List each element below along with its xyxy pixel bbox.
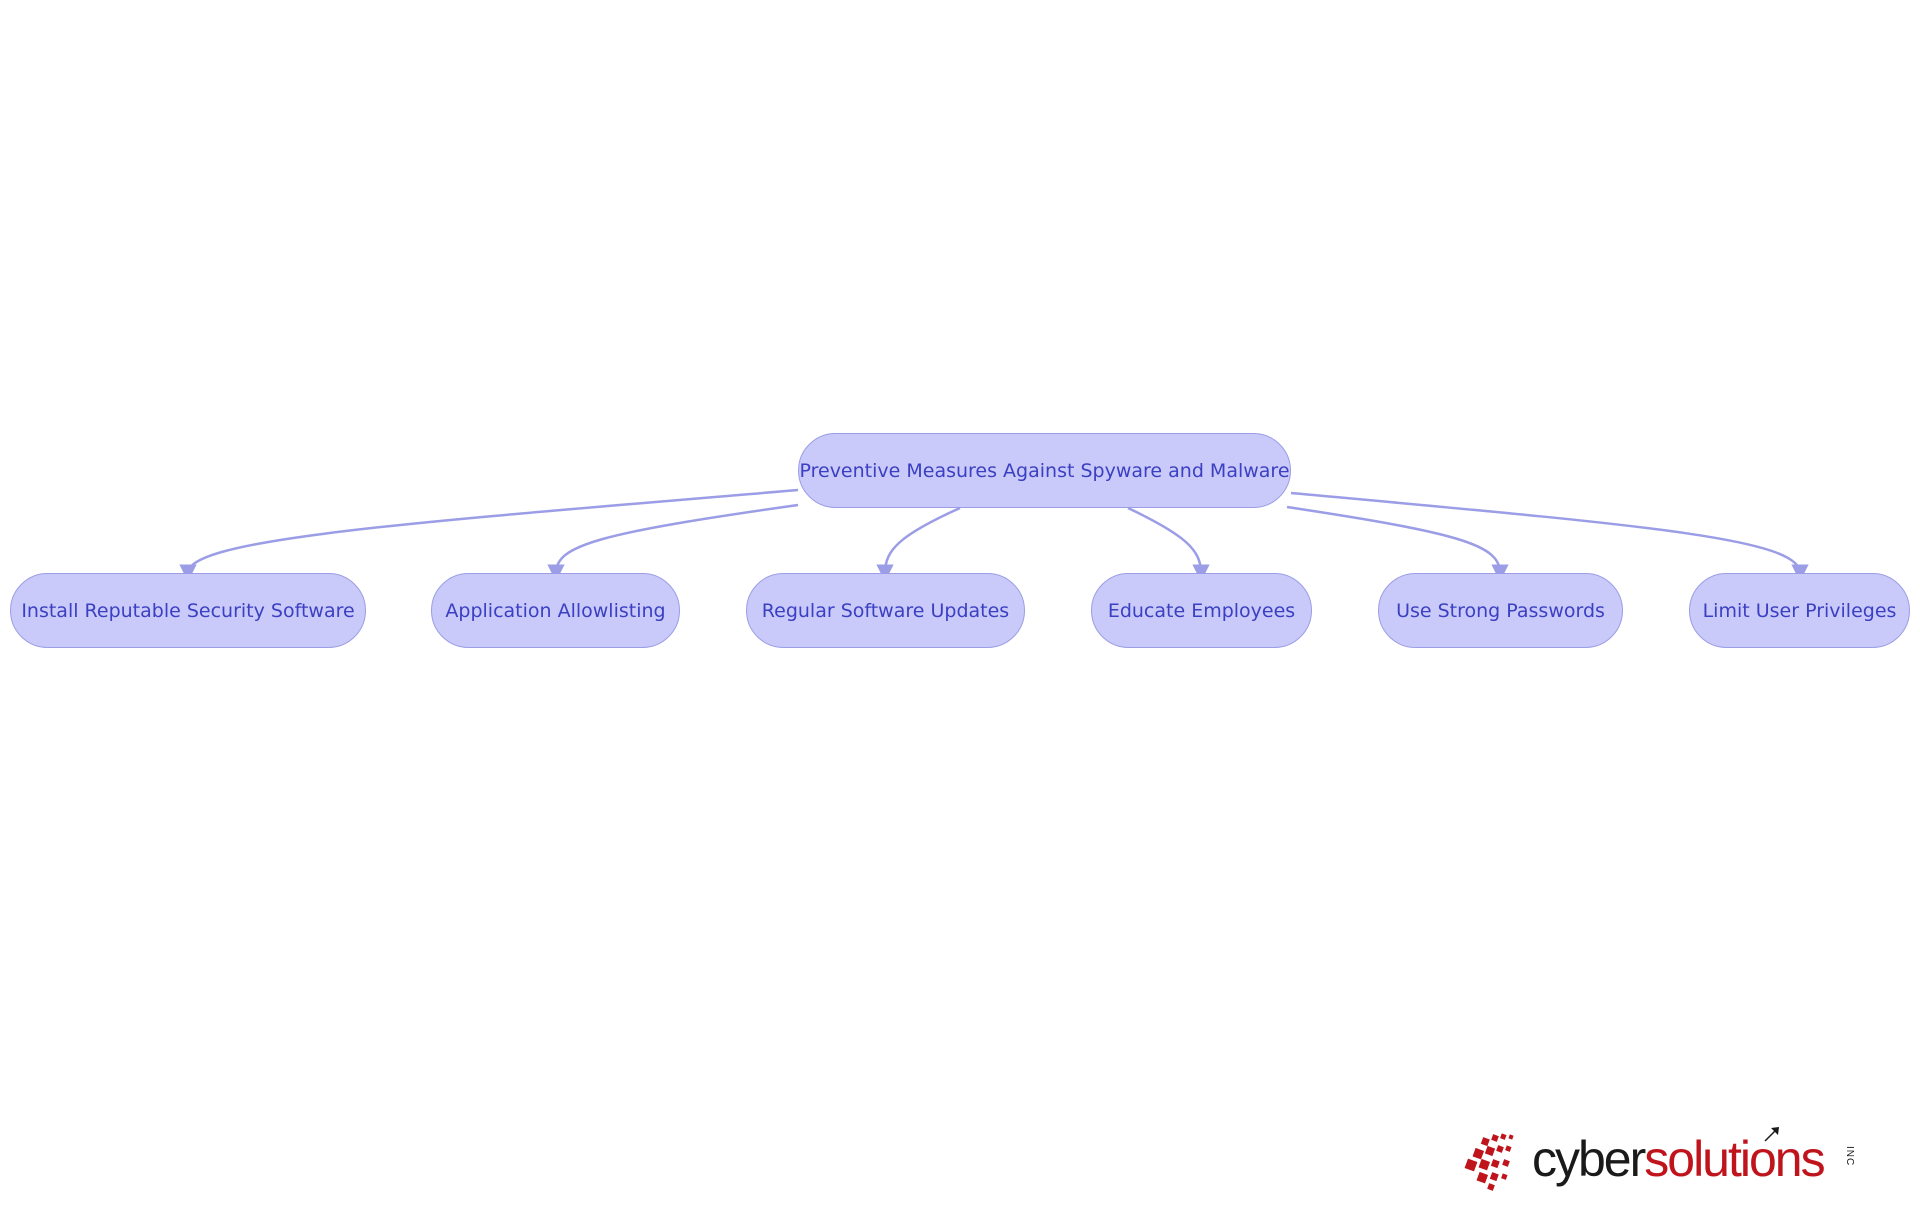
child-node-educate-employees: Educate Employees xyxy=(1091,573,1312,648)
child-node-label: Regular Software Updates xyxy=(761,599,1010,622)
logo-word-cyber: cyber xyxy=(1532,1131,1646,1187)
child-node-use-strong-passwords: Use Strong Passwords xyxy=(1378,573,1623,648)
edge-root-to-limit-user-privileges xyxy=(1290,491,1809,582)
logo-arrow-icon xyxy=(1764,1127,1779,1142)
child-node-label: Limit User Privileges xyxy=(1702,599,1897,622)
cybersolutions-logo: cybersolutions INC xyxy=(1462,1124,1862,1194)
child-node-limit-user-privileges: Limit User Privileges xyxy=(1689,573,1910,648)
child-node-application-allowlisting: Application Allowlisting xyxy=(431,573,680,648)
edge-root-to-application-allowlisting xyxy=(547,503,799,582)
child-node-label: Educate Employees xyxy=(1107,599,1296,622)
edge-root-to-educate-employees xyxy=(1127,506,1210,582)
logo-squares-icon xyxy=(1464,1133,1514,1191)
child-node-regular-software-updates: Regular Software Updates xyxy=(746,573,1025,648)
edge-root-to-regular-software-updates xyxy=(876,506,961,582)
child-node-label: Install Reputable Security Software xyxy=(21,599,355,622)
edge-root-to-use-strong-passwords xyxy=(1286,505,1509,582)
logo-inc-suffix: INC xyxy=(1844,1146,1855,1167)
edge-root-to-install-reputable-security-software xyxy=(179,488,799,582)
logo-wordmark: cybersolutions xyxy=(1532,1124,1826,1194)
logo-word-solutions: solutions xyxy=(1644,1131,1825,1187)
root-node-label: Preventive Measures Against Spyware and … xyxy=(799,459,1290,482)
child-node-label: Application Allowlisting xyxy=(445,599,666,622)
child-node-install-reputable-security-software: Install Reputable Security Software xyxy=(10,573,366,648)
root-node: Preventive Measures Against Spyware and … xyxy=(798,433,1291,508)
child-node-label: Use Strong Passwords xyxy=(1396,599,1605,622)
